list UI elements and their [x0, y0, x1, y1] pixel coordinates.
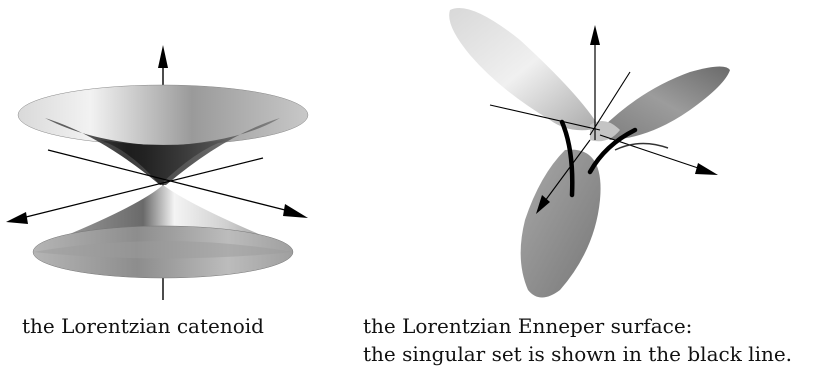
lorentzian-catenoid-figure: [0, 0, 330, 310]
x-axis-arrowhead: [6, 212, 28, 224]
caption-enneper: the Lorentzian Enneper surface: the sing…: [363, 312, 792, 368]
y-axis-arrowhead: [283, 204, 308, 218]
lorentzian-enneper-figure: [440, 0, 760, 310]
caption-line: the singular set is shown in the black l…: [363, 342, 793, 366]
singular-set-curve-right: [587, 127, 638, 175]
catenoid-render: [6, 45, 309, 300]
z-axis-arrowhead: [590, 25, 600, 45]
upper-sheet: [17, 84, 309, 146]
singular-set-curve-left: [559, 119, 575, 198]
right-lobe: [600, 66, 730, 140]
caption-line: the Lorentzian catenoid: [22, 314, 264, 338]
lower-lobe: [520, 149, 601, 298]
caption-line: the Lorentzian Enneper surface:: [363, 314, 693, 338]
caption-catenoid: the Lorentzian catenoid: [22, 312, 264, 340]
upper-left-lobe: [449, 8, 600, 131]
x-axis-arrowhead: [536, 195, 550, 214]
z-axis-arrowhead: [158, 45, 168, 68]
enneper-render: [449, 8, 730, 298]
y-axis-arrowhead: [695, 163, 718, 175]
